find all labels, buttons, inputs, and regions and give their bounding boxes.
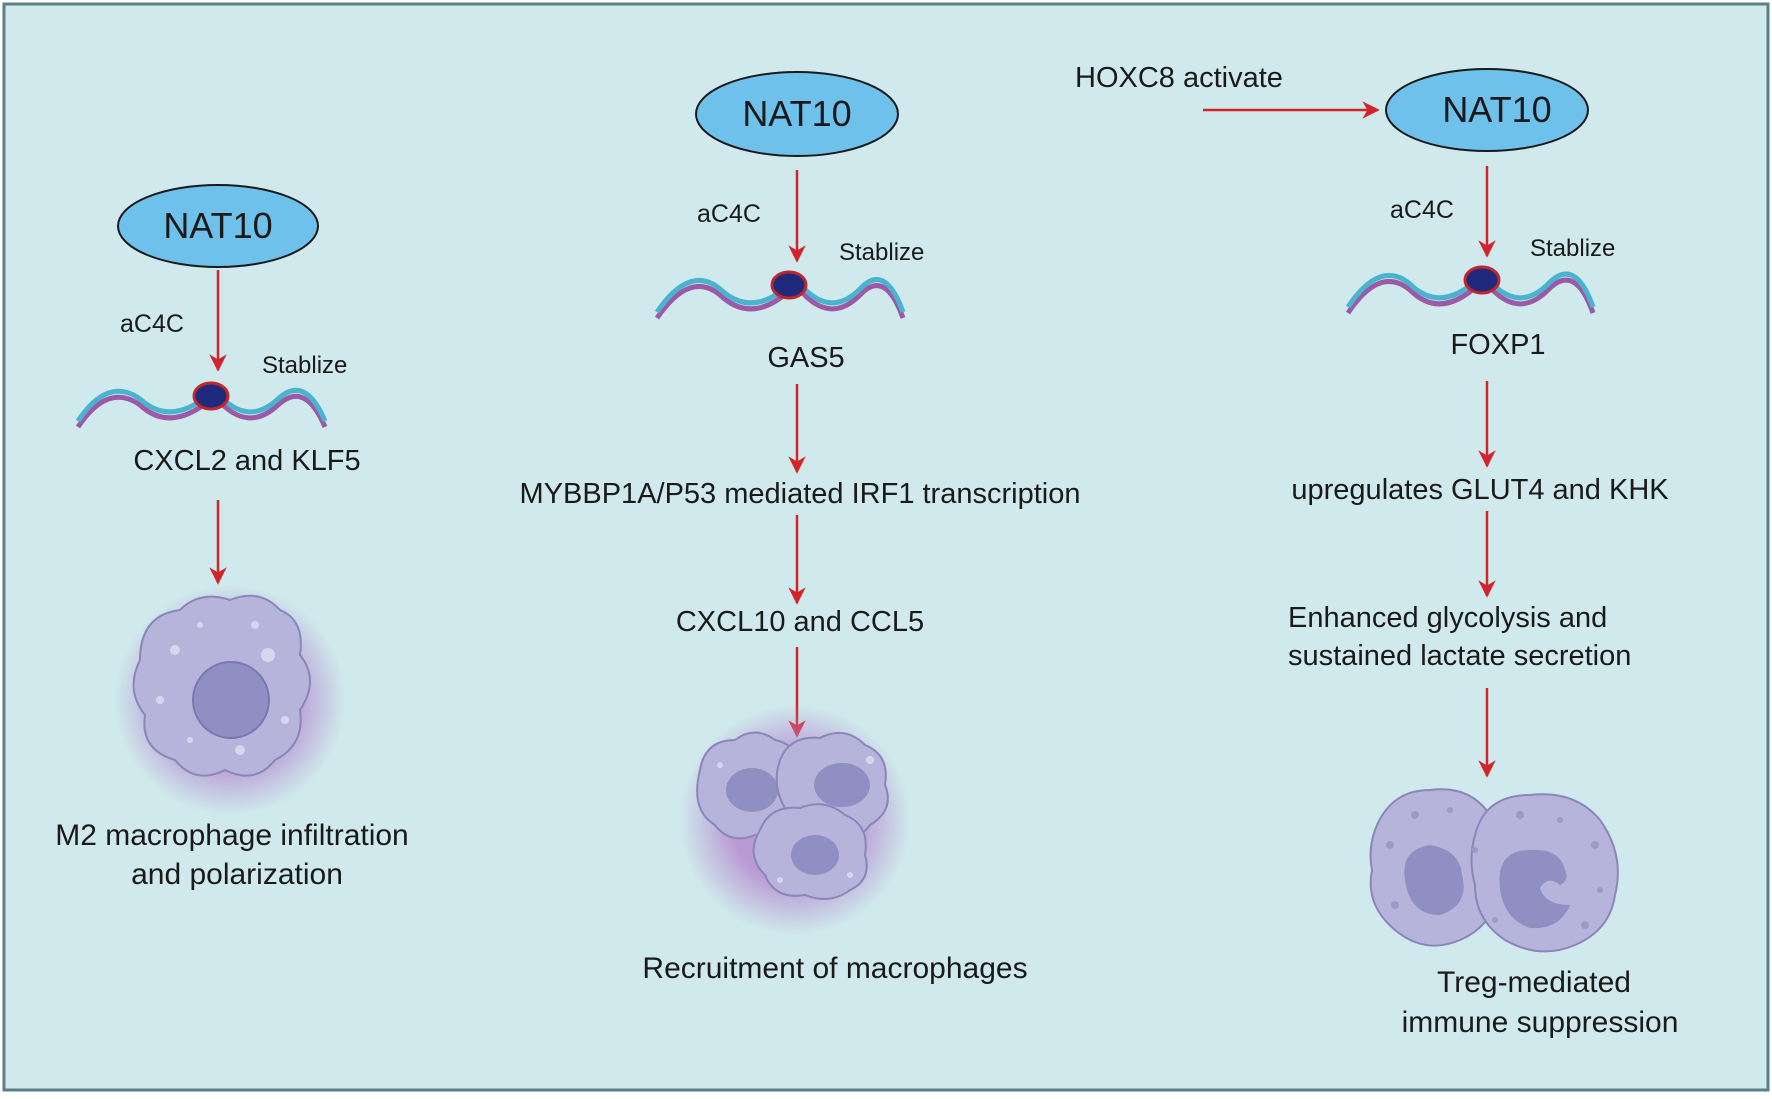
hoxc8-activator-label: HOXC8 activate <box>1075 62 1283 94</box>
target-gene-label-left: CXCL2 and KLF5 <box>133 445 360 477</box>
rna-strand-right <box>1345 265 1596 315</box>
stablize-label-left: Stablize <box>262 352 347 379</box>
panel-left: NAT10 aC4C Stablize CXCL2 and KLF5 M2 <box>55 184 409 891</box>
ac4c-label-left: aC4C <box>120 310 184 338</box>
nat10-node-left <box>117 184 319 268</box>
glut4-khk-label: upregulates GLUT4 and KHK <box>1291 474 1669 506</box>
glycolysis-label-line2: sustained lactate secretion <box>1288 640 1631 672</box>
stablize-label-middle: Stablize <box>839 239 924 266</box>
target-gene-label-middle: GAS5 <box>767 342 844 374</box>
ac4c-label-right: aC4C <box>1390 196 1454 224</box>
rna-strand-left <box>75 381 328 429</box>
ac4c-site-marker-right <box>1463 265 1501 295</box>
macrophage-cluster-icon-middle <box>680 705 910 935</box>
irf1-transcription-label: MYBBP1A/P53 mediated IRF1 transcription <box>520 478 1081 510</box>
panel-right: HOXC8 activate NAT10 aC4C Stablize FOXP1… <box>1075 62 1678 1039</box>
nat10-label-middle: NAT10 <box>742 93 851 134</box>
stablize-label-right: Stablize <box>1530 235 1615 262</box>
outcome-label-left-line1: M2 macrophage infiltration <box>55 819 409 852</box>
chemokines-label: CXCL10 and CCL5 <box>676 606 924 638</box>
panel-middle: NAT10 aC4C Stablize GAS5 MYBBP1A/P53 med… <box>520 71 1081 985</box>
ac4c-label-middle: aC4C <box>697 200 761 228</box>
nat10-label-right: NAT10 <box>1442 89 1551 130</box>
outcome-label-left-line2: and polarization <box>131 858 343 891</box>
nat10-label-left: NAT10 <box>163 205 272 246</box>
ac4c-site-marker-middle <box>770 270 808 300</box>
outcome-label-right-line1: Treg-mediated <box>1437 966 1631 999</box>
macrophage-cell-icon-left <box>115 585 345 815</box>
nat10-node-right <box>1385 68 1589 152</box>
treg-cells-icon-right <box>1369 788 1619 953</box>
nat10-node-middle <box>695 71 899 157</box>
target-gene-label-right: FOXP1 <box>1450 329 1545 361</box>
rna-strand-middle <box>654 270 906 320</box>
outcome-label-middle: Recruitment of macrophages <box>642 952 1027 985</box>
outcome-label-right-line2: immune suppression <box>1402 1006 1679 1039</box>
glycolysis-label-line1: Enhanced glycolysis and <box>1288 602 1607 634</box>
ac4c-site-marker-left <box>192 381 230 411</box>
